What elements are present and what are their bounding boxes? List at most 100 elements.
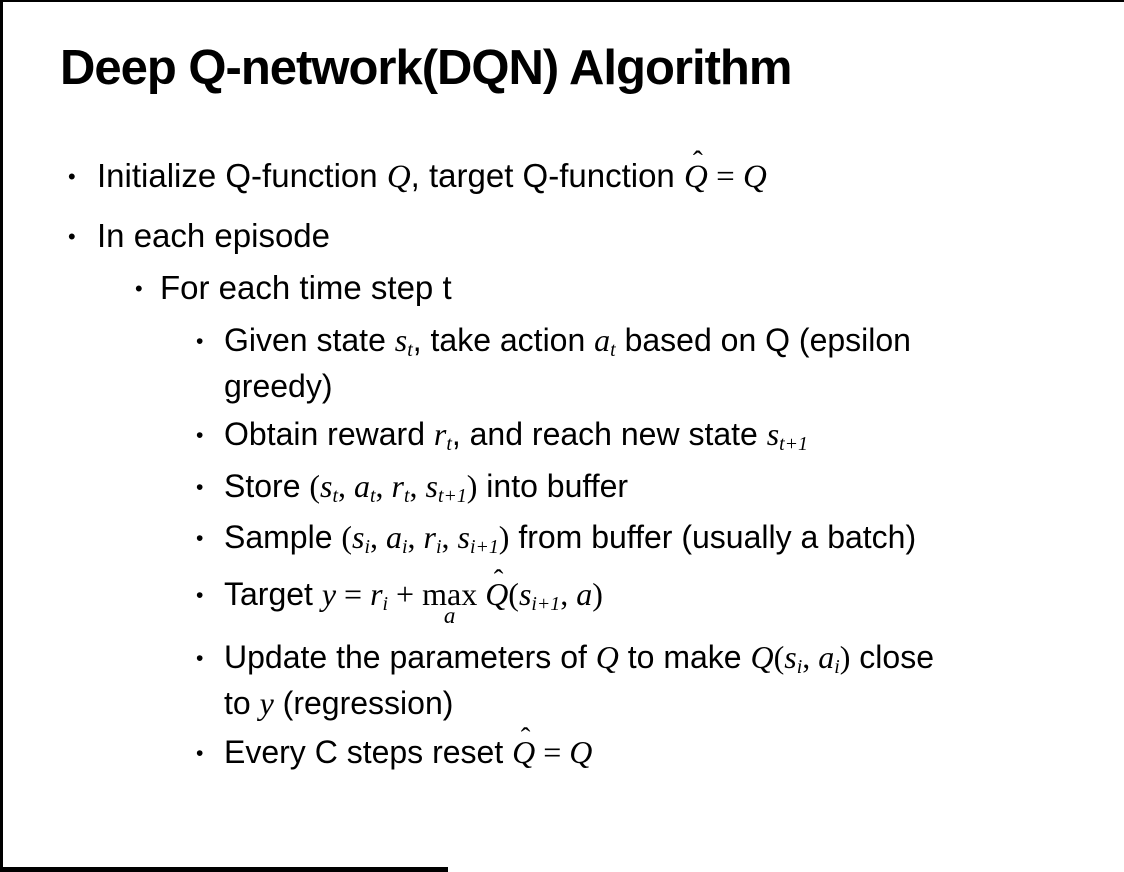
math-variable: r bbox=[433, 416, 447, 452]
math-variable: Q bbox=[742, 159, 767, 195]
math-subscript: t bbox=[446, 432, 452, 455]
math-operator: = bbox=[535, 734, 570, 770]
math-operator: , bbox=[802, 639, 819, 675]
math-variable: a bbox=[576, 576, 593, 612]
math-operator: , bbox=[409, 468, 426, 504]
math-operator: , bbox=[407, 519, 424, 555]
math-operator: , bbox=[370, 519, 387, 555]
math-operator: ( bbox=[341, 519, 353, 555]
text-run: to make bbox=[618, 639, 751, 675]
max-label: max bbox=[422, 576, 478, 612]
math-variable: s bbox=[352, 519, 365, 555]
hat-accent: ˆ bbox=[493, 563, 504, 596]
bullet-dot: • bbox=[196, 330, 204, 354]
math-subscripted: ai bbox=[386, 519, 408, 558]
bullet-dot: • bbox=[196, 647, 204, 671]
bullet-item: •In each episode bbox=[68, 214, 330, 259]
text-run: Initialize Q-function bbox=[97, 157, 387, 194]
math-subscripted: rt bbox=[433, 416, 452, 455]
bullet-dot: • bbox=[196, 584, 204, 608]
math-subscripted: si bbox=[352, 519, 371, 558]
math-variable: Q bbox=[386, 159, 411, 195]
math-subscript: t bbox=[332, 484, 338, 507]
bullet-dot: • bbox=[68, 163, 76, 189]
text-run: Store bbox=[224, 468, 310, 504]
text-run: into buffer bbox=[477, 468, 629, 504]
bullet-dot: • bbox=[135, 275, 143, 301]
math-operator: , bbox=[560, 576, 577, 612]
math-subscripted: ri bbox=[424, 519, 442, 558]
math-subscript: t bbox=[407, 338, 413, 361]
math-variable: s bbox=[784, 639, 797, 675]
math-operator: ) bbox=[592, 576, 603, 612]
text-run: to bbox=[224, 685, 260, 721]
math-subscripted: st bbox=[395, 322, 413, 361]
math-subscript: i+1 bbox=[531, 592, 561, 615]
math-subscripted: ri bbox=[370, 576, 388, 615]
text-run: , and reach new state bbox=[451, 416, 767, 452]
math-subscripted: at bbox=[354, 468, 376, 507]
bullet-dot: • bbox=[196, 476, 204, 500]
math-operator: ( bbox=[773, 639, 785, 675]
math-subscripted: ai bbox=[818, 639, 840, 678]
math-variable: Q bbox=[512, 734, 536, 770]
bullet-dot: • bbox=[196, 424, 204, 448]
math-subscript: t bbox=[403, 484, 410, 507]
math-variable: a bbox=[386, 519, 403, 555]
math-subscript: t bbox=[370, 484, 376, 507]
math-variable: a bbox=[594, 322, 611, 358]
math-operator: ) bbox=[498, 519, 510, 555]
math-subscript: t+1 bbox=[437, 484, 467, 507]
bullet-line-continuation: to y (regression) bbox=[224, 681, 453, 725]
math-subscript: t bbox=[610, 338, 616, 361]
text-run: Obtain reward bbox=[224, 416, 434, 452]
math-subscripted: at bbox=[594, 322, 616, 361]
text-run: For each time step t bbox=[160, 269, 452, 306]
math-variable: s bbox=[425, 468, 438, 504]
slide-border-top bbox=[0, 0, 1124, 2]
text-run: Sample bbox=[224, 519, 342, 555]
max-under-subscript: a bbox=[443, 602, 456, 629]
bullet-item: •Given state st, take action at based on… bbox=[196, 318, 911, 372]
math-operator: , bbox=[338, 468, 354, 504]
math-variable: Q bbox=[750, 639, 774, 675]
bullet-item: •Initialize Q-function Q, target Q-funct… bbox=[68, 146, 767, 199]
hat-accent: ˆ bbox=[692, 146, 703, 179]
bullet-dot: • bbox=[196, 527, 204, 551]
text-run: Target bbox=[224, 576, 322, 612]
math-subscripted: st+1 bbox=[766, 416, 808, 455]
math-variable: Q bbox=[485, 576, 509, 612]
bullet-item: •Sample (si, ai, ri, si+1) from buffer (… bbox=[196, 515, 916, 569]
text-run: Update the parameters of bbox=[224, 639, 596, 675]
math-variable: a bbox=[354, 468, 370, 504]
math-variable: Q bbox=[595, 639, 619, 675]
math-operator: + bbox=[388, 576, 423, 612]
text-run: close bbox=[850, 639, 934, 675]
math-subscripted: st bbox=[320, 468, 338, 507]
math-operator: ) bbox=[839, 639, 851, 675]
math-variable: r bbox=[391, 468, 404, 504]
math-variable: r bbox=[370, 576, 383, 612]
math-subscripted: si+1 bbox=[518, 576, 561, 615]
math-operator: ) bbox=[466, 468, 478, 504]
text-run: Given state bbox=[224, 322, 395, 358]
text-run: Every C steps reset bbox=[224, 734, 513, 770]
bullet-item: • For each time step t bbox=[135, 266, 452, 311]
math-subscript: i bbox=[402, 535, 408, 558]
text-run: (regression) bbox=[273, 685, 454, 721]
bullet-item: •Store (st, at, rt, st+1) into buffer bbox=[196, 464, 628, 518]
math-variable: s bbox=[518, 576, 532, 612]
slide-title: Deep Q-network(DQN) Algorithm bbox=[60, 41, 792, 95]
math-variable: s bbox=[766, 416, 780, 452]
math-variable: y bbox=[321, 576, 337, 612]
math-operator bbox=[477, 576, 485, 612]
math-operator: ( bbox=[508, 576, 519, 612]
math-subscript: i bbox=[364, 535, 371, 558]
bullet-item: • Obtain reward rt, and reach new state s… bbox=[196, 412, 808, 466]
text-run: In each episode bbox=[97, 217, 331, 254]
math-operator: ( bbox=[309, 468, 321, 504]
